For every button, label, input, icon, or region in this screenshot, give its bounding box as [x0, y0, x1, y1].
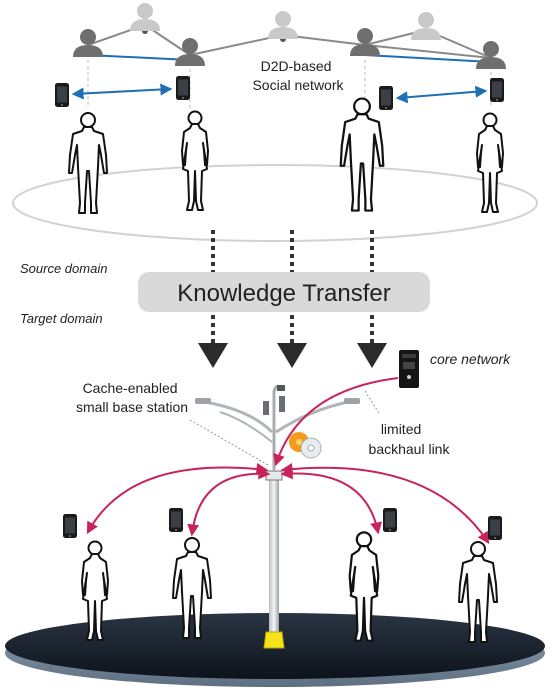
user-node-icon: [130, 3, 160, 31]
person-silhouette-icon: [476, 112, 504, 213]
user-node-icon: [268, 11, 298, 39]
target-domain-label: Target domain: [20, 311, 103, 326]
backhaul-link: [273, 377, 399, 467]
knowledge-transfer-area: Knowledge Transfer Source domain Target …: [20, 230, 430, 368]
backhaul-pointer: [364, 390, 380, 414]
smartphone-icon: [383, 508, 397, 532]
server-icon: [399, 350, 419, 388]
d2d-link-left: [71, 83, 173, 100]
social-network-area: D2D-based Social network: [12, 3, 538, 242]
user-node-icon: [476, 41, 506, 69]
smartphone-icon: [63, 514, 77, 538]
knowledge-transfer-box: [138, 272, 430, 312]
user-node-icon: [73, 29, 103, 57]
smartphone-icon: [488, 516, 502, 540]
cache-station-label: Cache-enabled small base station: [76, 380, 188, 415]
smartphone-icon: [176, 76, 190, 100]
disc-icon: [289, 432, 322, 459]
source-domain-label: Source domain: [20, 261, 107, 276]
person-silhouette-icon: [68, 112, 108, 214]
smartphone-icon: [169, 508, 183, 532]
social-graph-strong-links: [87, 54, 492, 63]
social-network-label: D2D-based Social network: [252, 58, 344, 93]
smartphone-icon: [379, 86, 393, 110]
person-silhouette-icon: [181, 110, 209, 211]
arrow-down-icon: [198, 343, 387, 368]
transfer-dotted-lines: [211, 230, 374, 345]
smartphone-icon: [490, 78, 504, 102]
station-pointer: [189, 419, 269, 466]
core-network-label: core network: [430, 351, 511, 367]
content-delivery-links: [86, 462, 490, 544]
knowledge-transfer-title: Knowledge Transfer: [177, 280, 390, 307]
person-silhouette-icon: [339, 97, 385, 212]
target-network-area: core network Cache-enabled small base st…: [5, 350, 545, 687]
backhaul-label: limited backhaul link: [369, 421, 451, 457]
smartphone-icon: [55, 83, 69, 107]
base-station-icon: [195, 384, 360, 649]
user-node-icon: [411, 12, 441, 40]
d2d-link-right: [395, 85, 488, 104]
source-domain-ring: [12, 164, 538, 242]
